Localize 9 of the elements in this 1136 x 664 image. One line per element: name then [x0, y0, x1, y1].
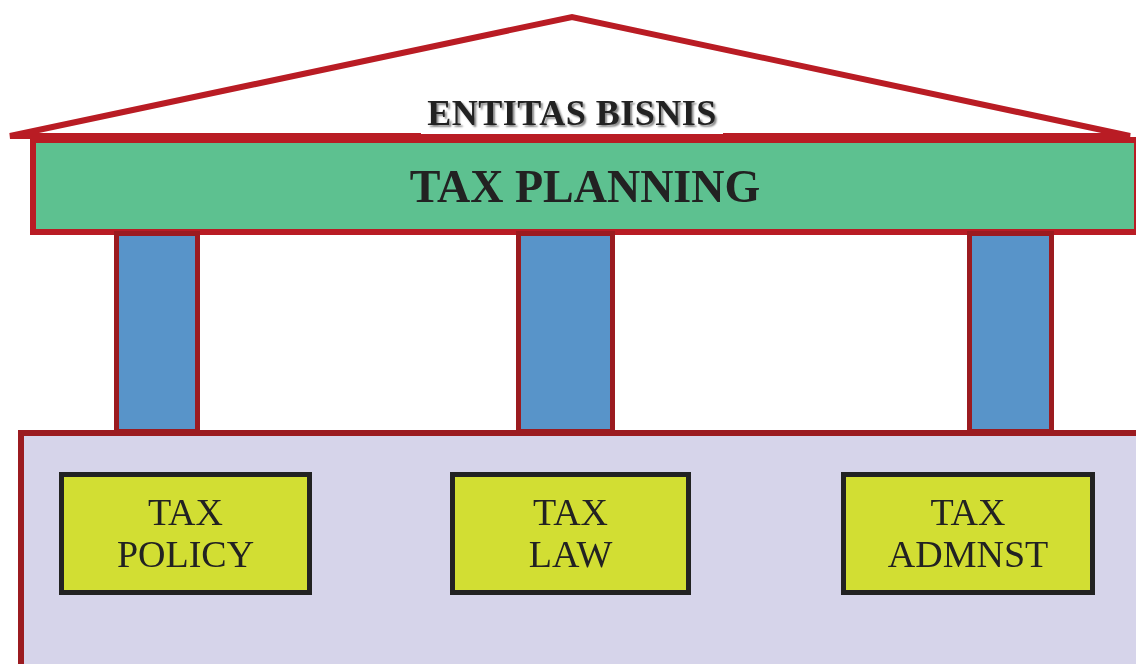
box-label: TAX LAW — [528, 491, 613, 576]
box-label: TAX POLICY — [116, 491, 255, 576]
beam-title: TAX PLANNING — [409, 159, 761, 213]
box-label: TAX ADMNST — [887, 491, 1049, 576]
beam-bar — [30, 137, 1136, 235]
label-box — [841, 472, 1095, 595]
label-box — [450, 472, 691, 595]
label-box — [59, 472, 312, 595]
base-panel — [18, 430, 1136, 664]
